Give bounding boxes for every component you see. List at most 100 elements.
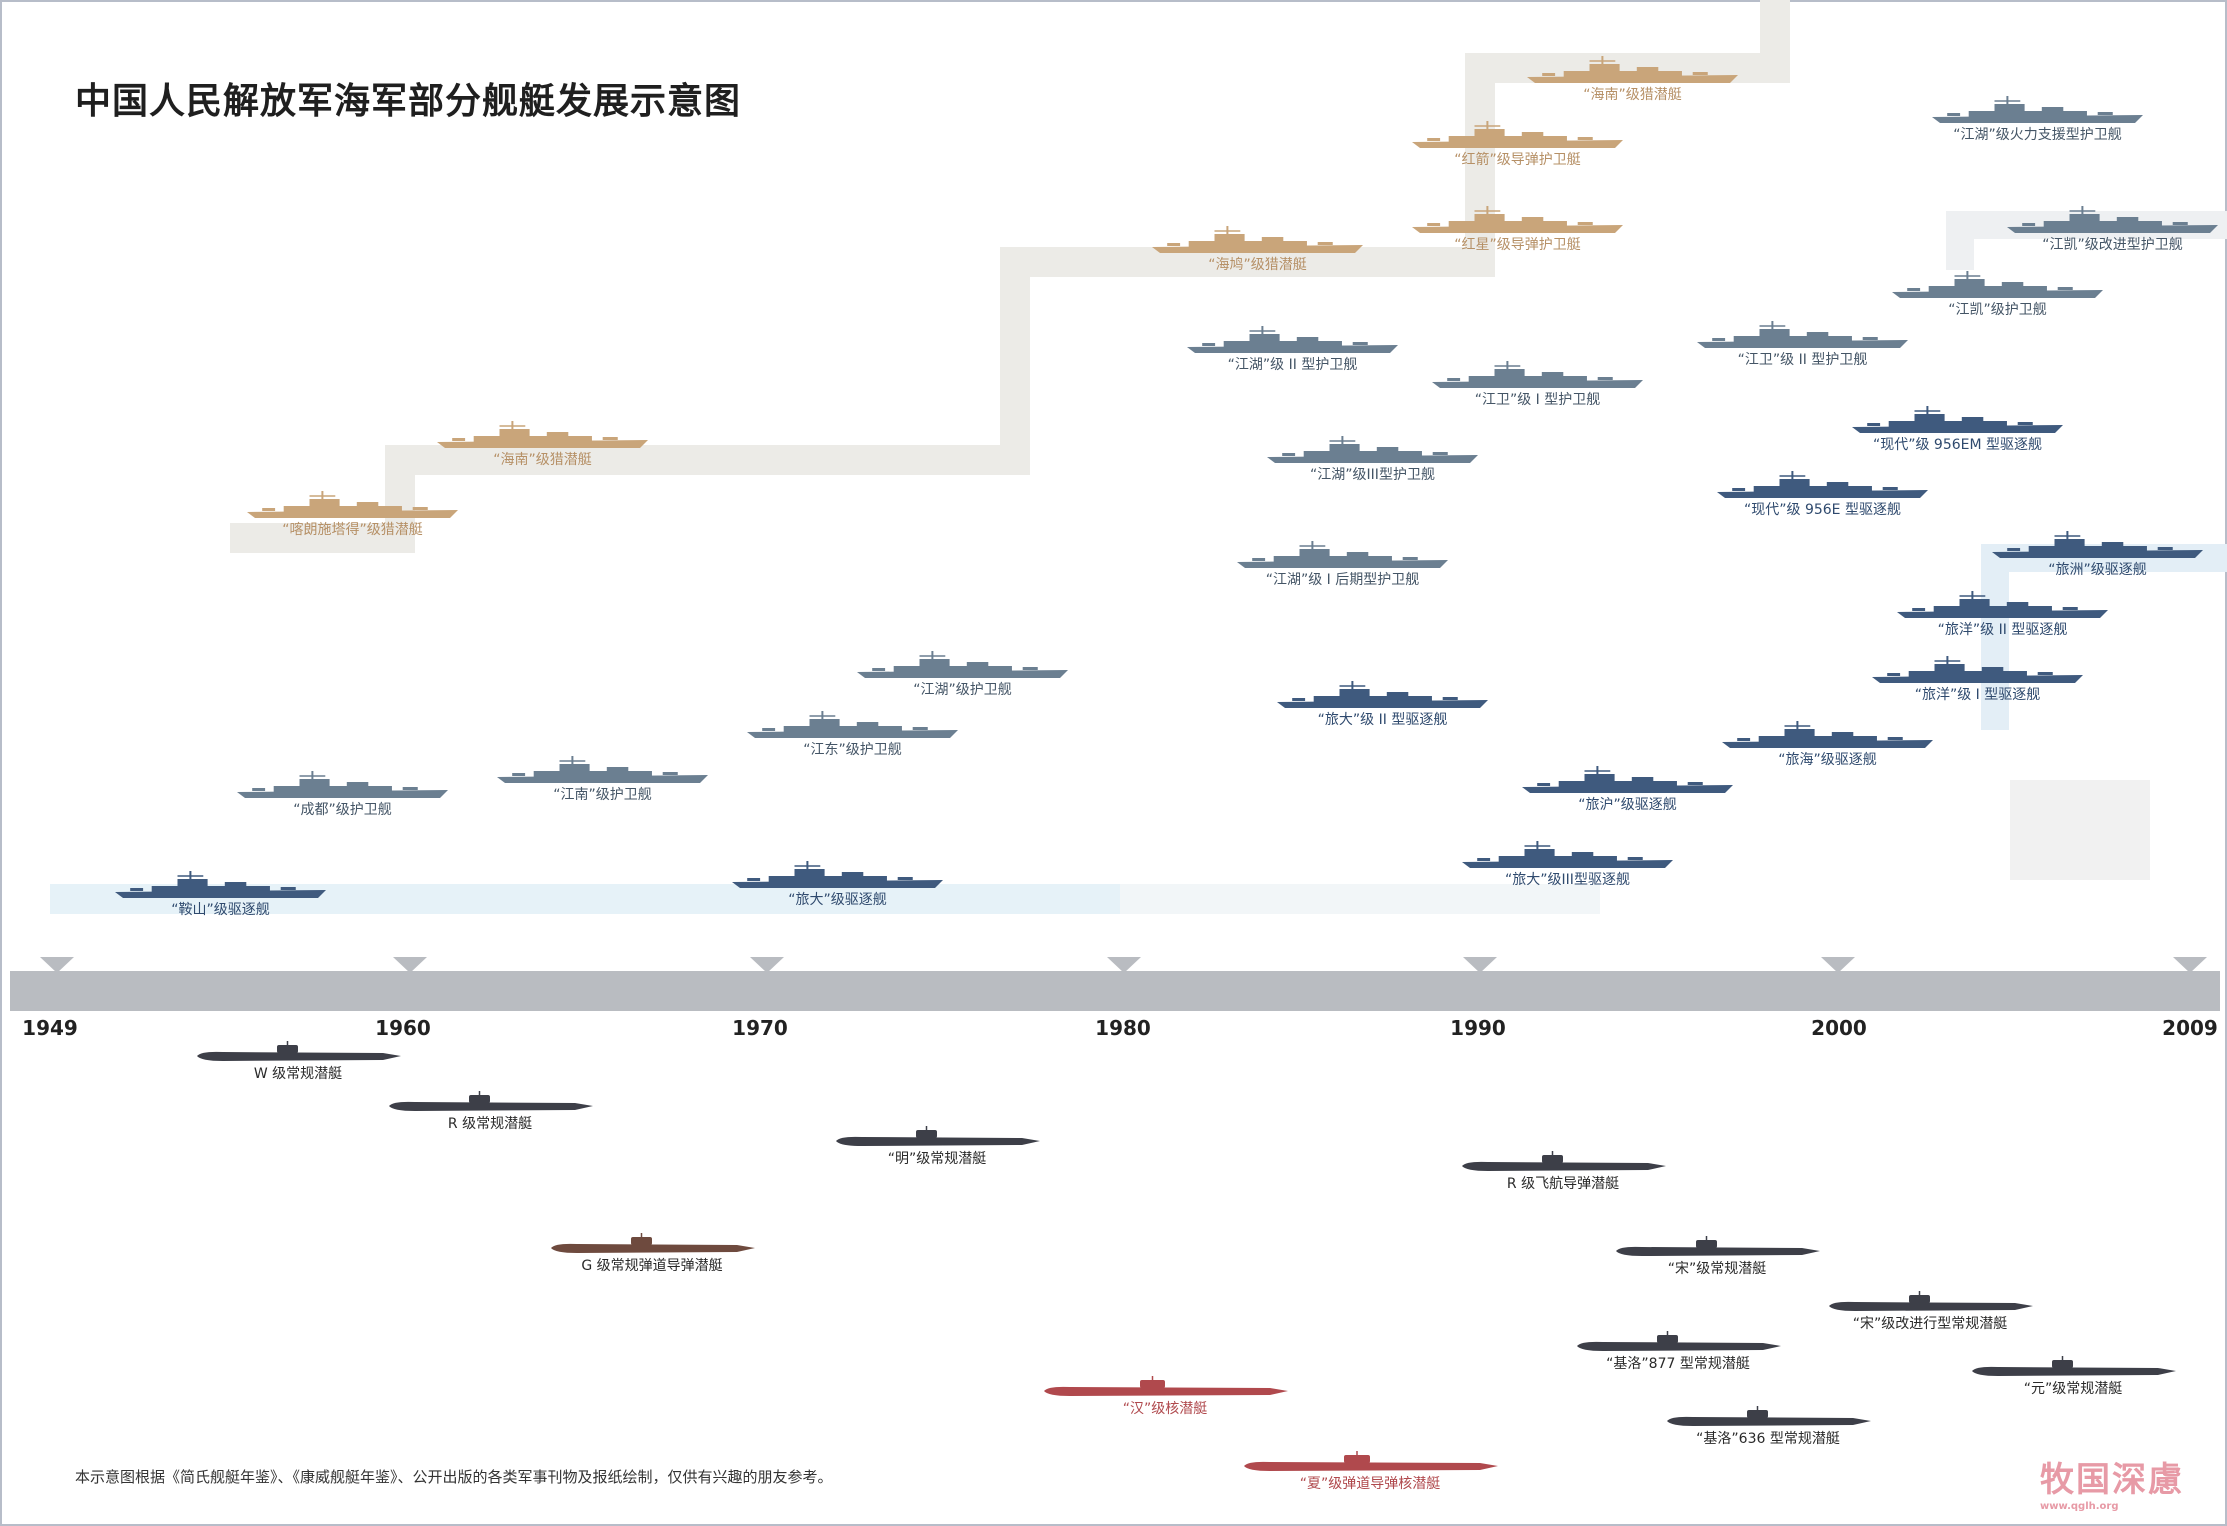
ship-label: “江湖”级III型护卫舰 (1310, 467, 1435, 483)
ship-label: “现代”级 956EM 型驱逐舰 (1872, 437, 2043, 453)
watermark-logo: 牧国深慮 www.qglh.org (2040, 1452, 2184, 1512)
submarine-submarine: “基洛”636 型常规潜艇 (1663, 1405, 1873, 1447)
ship-silhouette (1852, 406, 2063, 433)
ship-silhouette (1527, 56, 1738, 83)
ship-silhouette (1267, 436, 1478, 463)
submarine-silhouette (836, 1126, 1040, 1146)
ship-label: “江凯”级护卫舰 (1948, 302, 2047, 318)
submarine-silhouette (551, 1233, 755, 1253)
ship-label: “成都”级护卫舰 (293, 802, 392, 818)
ship-label: “江湖”级火力支援型护卫舰 (1953, 127, 2122, 143)
ship-frigate: “江南”级护卫舰 (495, 755, 710, 803)
page-title: 中国人民解放军海军部分舰艇发展示意图 (75, 81, 742, 122)
ship-label: “旅洋”级 II 型驱逐舰 (1937, 622, 2068, 638)
submarine-silhouette (1462, 1151, 1666, 1171)
submarine-silhouette (197, 1041, 401, 1061)
ship-label: “江凯”级改进型护卫舰 (2042, 237, 2183, 253)
submarine-label: “明”级常规潜艇 (887, 1151, 987, 1167)
ship-silhouette (1152, 226, 1363, 253)
submarine-label: “宋”级改进行型常规潜艇 (1852, 1316, 2008, 1332)
ship-label: “旅洋”级 I 型驱逐舰 (1914, 687, 2041, 703)
ship-label: “旅洲”级驱逐舰 (2048, 562, 2147, 578)
submarine-silhouette (1577, 1331, 1781, 1351)
ship-destroyer: “旅大”级 II 型驱逐舰 (1275, 680, 1490, 728)
submarine-nuclear: “汉”级核潜艇 (1040, 1375, 1290, 1417)
submarine-label: “元”级常规潜艇 (2023, 1381, 2123, 1397)
ship-destroyer: “旅洋”级 I 型驱逐舰 (1870, 655, 2085, 703)
ship-silhouette (1717, 471, 1928, 498)
timeline-marker (2173, 957, 2207, 973)
ship-destroyer: “旅海”级驱逐舰 (1720, 720, 1935, 768)
timeline-marker (1107, 957, 1141, 973)
ship-silhouette (115, 871, 326, 898)
ship-silhouette (747, 711, 958, 738)
submarine-submarine: R 级飞航导弹潜艇 (1458, 1150, 1668, 1192)
ship-label: “红箭”级导弹护卫艇 (1454, 152, 1581, 168)
ship-destroyer: “现代”级 956E 型驱逐舰 (1715, 470, 1930, 518)
ship-label: “江东”级护卫舰 (803, 742, 902, 758)
ship-silhouette (732, 861, 943, 888)
ship-patrol: “喀朗施塔得”级猎潜艇 (245, 490, 460, 538)
ship-frigate: “江湖”级III型护卫舰 (1265, 435, 1480, 483)
ship-silhouette (497, 756, 708, 783)
ship-label: “现代”级 956E 型驱逐舰 (1744, 502, 1901, 518)
ship-frigate: “江东”级护卫舰 (745, 710, 960, 758)
ship-label: “海南”级猎潜艇 (1583, 87, 1682, 103)
submarine-submarine: “基洛”877 型常规潜艇 (1573, 1330, 1783, 1372)
submarine-submarine: “宋”级常规潜艇 (1612, 1235, 1822, 1277)
ship-destroyer: “现代”级 956EM 型驱逐舰 (1850, 405, 2065, 453)
timeline-marker (393, 957, 427, 973)
ship-silhouette (237, 771, 448, 798)
destroyer-band-right (1981, 544, 2227, 730)
ship-silhouette (437, 421, 648, 448)
submarine-label: G 级常规弹道导弹潜艇 (581, 1258, 723, 1274)
year-label: 2009 (2162, 1016, 2218, 1040)
ship-label: “海鸠”级猎潜艇 (1208, 257, 1307, 273)
ship-frigate: “江凯”级护卫舰 (1890, 270, 2105, 318)
timeline-marker (40, 957, 74, 973)
submarine-label: R 级飞航导弹潜艇 (1506, 1176, 1620, 1192)
ship-silhouette (1522, 766, 1733, 793)
ship-label: “红星”级导弹护卫艇 (1454, 237, 1581, 253)
submarine-label: “夏”级弹道导弹核潜艇 (1299, 1476, 1441, 1492)
ship-label: “鞍山”级驱逐舰 (171, 902, 270, 918)
ship-destroyer: “旅洋”级 II 型驱逐舰 (1895, 590, 2110, 638)
ship-silhouette (1432, 361, 1643, 388)
year-label: 1990 (1450, 1016, 1506, 1040)
ship-destroyer: “旅大”级III型驱逐舰 (1460, 840, 1675, 888)
ship-label: “旅大”级驱逐舰 (788, 892, 887, 908)
ship-label: “旅大”级 II 型驱逐舰 (1317, 712, 1448, 728)
destroyer-band-2 (1120, 884, 1600, 914)
ship-label: “江湖”级护卫舰 (913, 682, 1012, 698)
ship-frigate: “江湖”级火力支援型护卫舰 (1930, 95, 2145, 143)
year-label: 1970 (732, 1016, 788, 1040)
ship-silhouette (1992, 531, 2203, 558)
ship-silhouette (1722, 721, 1933, 748)
ship-destroyer: “旅沪”级驱逐舰 (1520, 765, 1735, 813)
ship-frigate: “江湖”级 II 型护卫舰 (1185, 325, 1400, 373)
ship-silhouette (247, 491, 458, 518)
submarine-silhouette (1616, 1236, 1820, 1256)
ship-frigate: “江湖”级护卫舰 (855, 650, 1070, 698)
timeline-axis (10, 971, 2220, 1011)
ship-silhouette (1932, 96, 2143, 123)
submarine-submarine: “元”级常规潜艇 (1968, 1355, 2178, 1397)
ship-label: “江卫”级 II 型护卫舰 (1737, 352, 1868, 368)
ship-silhouette (1412, 121, 1623, 148)
ship-silhouette (1277, 681, 1488, 708)
year-label: 2000 (1811, 1016, 1867, 1040)
ship-silhouette (857, 651, 1068, 678)
ship-frigate: “成都”级护卫舰 (235, 770, 450, 818)
ship-silhouette (1237, 541, 1448, 568)
submarine-label: “基洛”636 型常规潜艇 (1696, 1431, 1840, 1447)
year-label: 1960 (375, 1016, 431, 1040)
ship-destroyer: “旅洲”级驱逐舰 (1990, 530, 2205, 578)
ship-label: “旅海”级驱逐舰 (1778, 752, 1877, 768)
ship-silhouette (1892, 271, 2103, 298)
year-label: 1980 (1095, 1016, 1151, 1040)
submarine-label: “基洛”877 型常规潜艇 (1606, 1356, 1750, 1372)
ship-patrol: “红星”级导弹护卫艇 (1410, 205, 1625, 253)
ship-destroyer: “鞍山”级驱逐舰 (113, 870, 328, 918)
timeline-marker (750, 957, 784, 973)
